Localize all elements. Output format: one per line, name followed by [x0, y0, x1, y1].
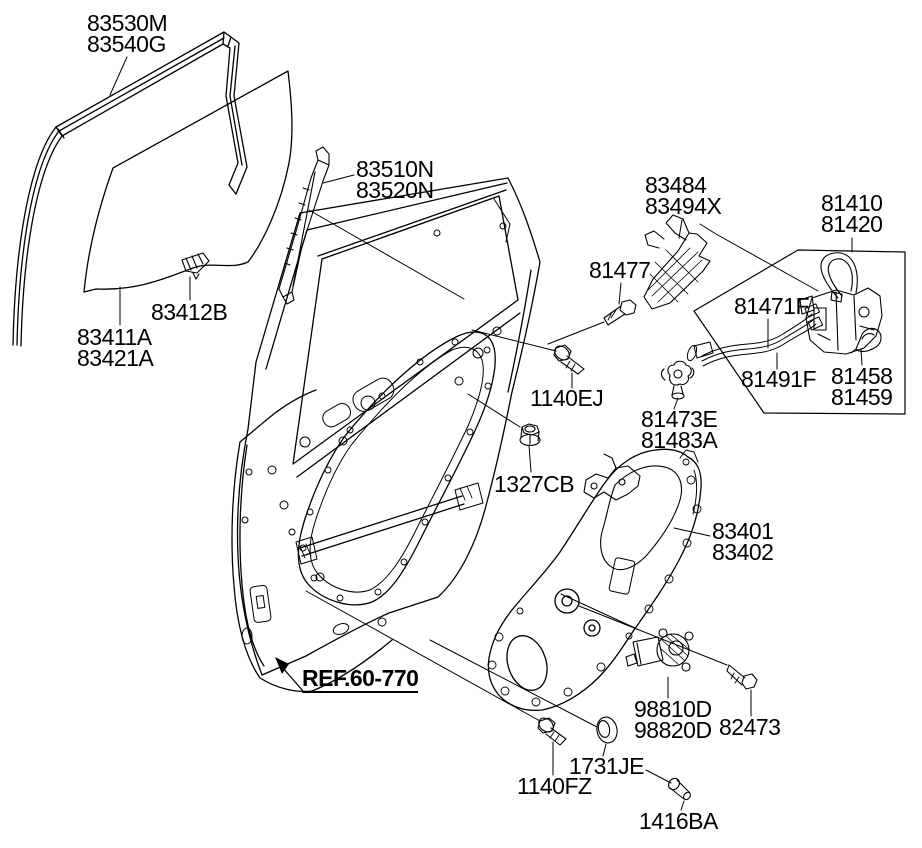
part-label-bolt-1140fz: 1140FZ: [517, 773, 592, 799]
part-label-bolt-1416ba: 1416BA: [639, 808, 718, 834]
latch-box-drawing: [686, 249, 906, 415]
screw-81477-drawing: [603, 299, 637, 326]
handle-base-drawing: [643, 214, 711, 310]
part-label-ref-60-770: REF.60-770: [302, 665, 419, 693]
part-label-regulator: 83401 83402: [712, 518, 774, 565]
bolt-1416ba-drawing: [668, 777, 691, 801]
part-label-glass: 83411A 83421A: [77, 324, 154, 371]
ref-arrow: [275, 657, 304, 692]
part-label-handle-cable: 81471F: [734, 293, 810, 319]
glass-run-drawing: [12, 31, 248, 347]
screw-82473-drawing: [726, 664, 758, 690]
glass-grip-drawing: [181, 252, 210, 280]
regulator-panel-drawing: [487, 448, 702, 712]
part-label-glass-run: 83530M 83540G: [87, 10, 168, 57]
rear-channel-drawing: [278, 146, 330, 305]
part-label-screw-82473: 82473: [719, 714, 781, 740]
part-label-cable-clip: 81473E 81483A: [641, 406, 718, 453]
part-label-lock-lever: 81458 81459: [831, 363, 893, 410]
bolt-1140fz-drawing: [537, 717, 567, 746]
bolt-1140ej-drawing: [553, 344, 585, 375]
part-label-rear-channel: 83510N 83520N: [356, 156, 434, 203]
nut-1327cb-drawing: [519, 423, 541, 447]
motor-drawing: [625, 628, 694, 672]
part-label-glass-grip: 83412B: [151, 299, 228, 325]
part-label-nut-1327cb: 1327CB: [494, 471, 575, 497]
door-glass-drawing: [83, 70, 293, 293]
leader-lines: [109, 56, 863, 811]
door-panel-drawing: [231, 177, 541, 693]
part-label-plug-1731je: 1731JE: [569, 753, 645, 779]
part-label-motor: 98810D 98820D: [634, 696, 712, 743]
part-label-latch: 81410 81420: [821, 190, 883, 237]
plug-1731je-drawing: [596, 716, 618, 744]
part-label-screw-81477: 81477: [589, 257, 651, 283]
part-label-lock-cable: 81491F: [741, 366, 817, 392]
part-label-handle-base: 83484 83494X: [645, 172, 722, 219]
part-label-bolt-1140ej: 1140EJ: [530, 385, 604, 411]
clip-81473e-drawing: [660, 360, 695, 400]
